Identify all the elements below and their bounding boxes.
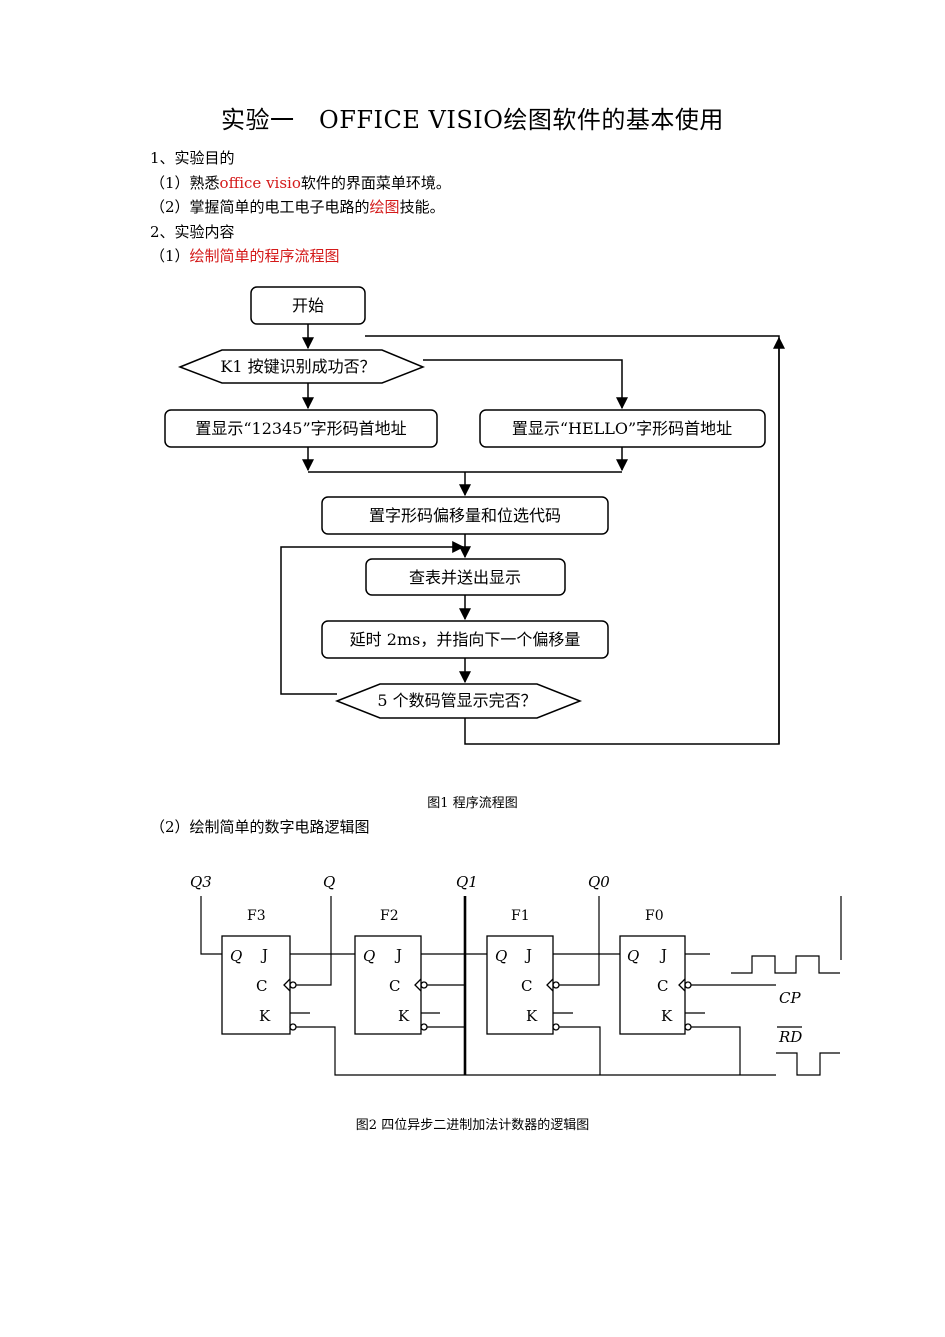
flipflop-f0-label: F0 [645,908,664,924]
objective-2-prefix: （2）掌握简单的电工电子电路的 [150,198,370,216]
f0-pin-c: C [657,977,668,995]
objective-1-prefix: （1）熟悉 [150,174,220,192]
left-box-label: 置显示“12345”字形码首地址 [195,419,406,438]
rd-label: RD [778,1028,802,1046]
decision-2-label: 5 个数码管显示完否？ [377,691,536,710]
output-q1-label: Q1 [456,873,478,891]
circuit-wires [200,896,842,1076]
counter-logic-diagram: Q3 Q Q1 Q0 F3 F2 F1 F0 Q J C K Q J C K Q… [190,873,842,1076]
f2-pin-k: K [398,1007,410,1025]
delay-box-label: 延时 2ms，并指向下一个偏移量 [350,630,581,649]
objective-item-2: （2）掌握简单的电工电子电路的绘图技能。 [150,196,445,217]
content-item-1: （1）绘制简单的程序流程图 [150,245,340,266]
start-label: 开始 [292,296,324,315]
f2-pin-j: J [394,946,402,964]
output-q-label: Q [323,873,335,891]
decision-1-label: K1 按键识别成功否？ [220,357,375,376]
f1-pin-c: C [521,977,532,995]
f1-pin-j: J [524,946,532,964]
flowchart-figure: 开始 K1 按键识别成功否？ 置显示“12345”字形码首地址 置显示“HELL… [164,286,785,745]
flowchart-connectors [280,324,785,745]
objective-item-1: （1）熟悉office visio软件的界面菜单环境。 [150,172,451,193]
objective-2-highlight: 绘图 [369,198,400,216]
f3-pin-j: J [260,946,268,964]
f3-pin-k: K [259,1007,271,1025]
cp-label: CP [779,989,801,1007]
output-q0-label: Q0 [588,873,610,891]
output-q3-label: Q3 [190,873,212,891]
left-box [164,409,438,448]
f3-pin-c: C [256,977,267,995]
section-1-heading: 1、实验目的 [150,149,235,167]
f0-pin-k: K [661,1007,673,1025]
flipflop-f2-label: F2 [380,908,399,924]
f0-pin-q: Q [627,947,639,965]
offset-box-label: 置字形码偏移量和位选代码 [369,506,561,525]
content-1-prefix: （1） [150,247,190,265]
figure-1-caption: 图1 程序流程图 [427,796,518,811]
flipflop-f3-label: F3 [247,908,266,924]
objective-1-suffix: 软件的界面菜单环境。 [300,174,451,192]
f1-pin-k: K [526,1007,538,1025]
f2-pin-q: Q [363,947,375,965]
objective-1-highlight: office visio [219,174,301,192]
f1-pin-q: Q [495,947,507,965]
f3-pin-q: Q [230,947,242,965]
content-item-2: （2）绘制简单的数字电路逻辑图 [150,818,370,836]
content-1-highlight: 绘制简单的程序流程图 [189,247,340,265]
objective-2-suffix: 技能。 [399,198,445,216]
figure-2-caption: 图2 四位异步二进制加法计数器的逻辑图 [355,1118,590,1133]
f0-pin-j: J [659,946,667,964]
right-box-label: 置显示“HELLO”字形码首地址 [512,419,732,438]
flipflop-f1-label: F1 [511,908,530,924]
section-2-heading: 2、实验内容 [150,223,235,241]
lookup-box-label: 查表并送出显示 [409,568,521,587]
page-title: 实验一 OFFICE VISIO绘图软件的基本使用 [221,106,724,134]
f2-pin-c: C [389,977,400,995]
decision-1-diamond [177,349,426,384]
decision-2-diamond [334,683,583,719]
